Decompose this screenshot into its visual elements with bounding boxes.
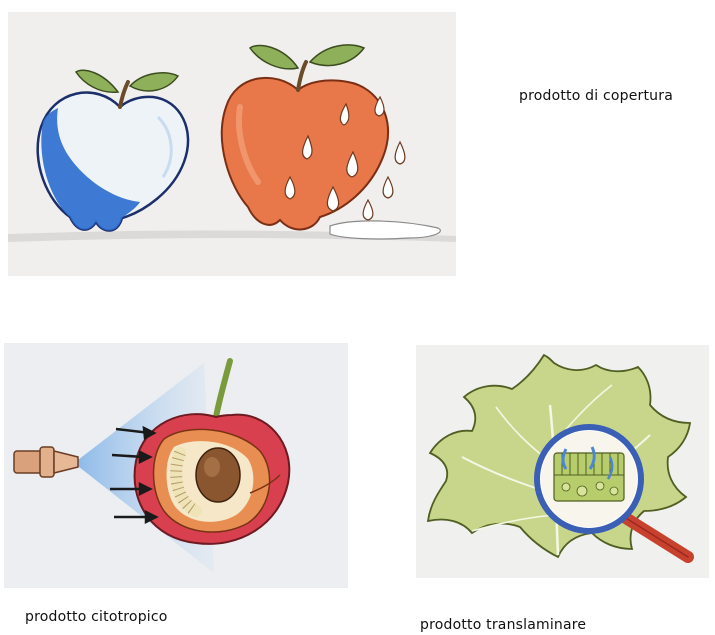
translaminar-illustration: [416, 345, 709, 578]
coated-apple-icon: [38, 70, 188, 230]
dripping-apple-icon: [222, 45, 441, 239]
cherry-section-icon: [135, 361, 290, 544]
caption-translaminare: prodotto translaminare: [420, 617, 586, 633]
cytotropic-illustration: [4, 343, 348, 588]
coverage-illustration: [8, 12, 456, 276]
nozzle-icon: [14, 447, 78, 477]
caption-citotropico: prodotto citotropico: [25, 609, 168, 625]
caption-copertura: prodotto di copertura: [519, 88, 673, 104]
